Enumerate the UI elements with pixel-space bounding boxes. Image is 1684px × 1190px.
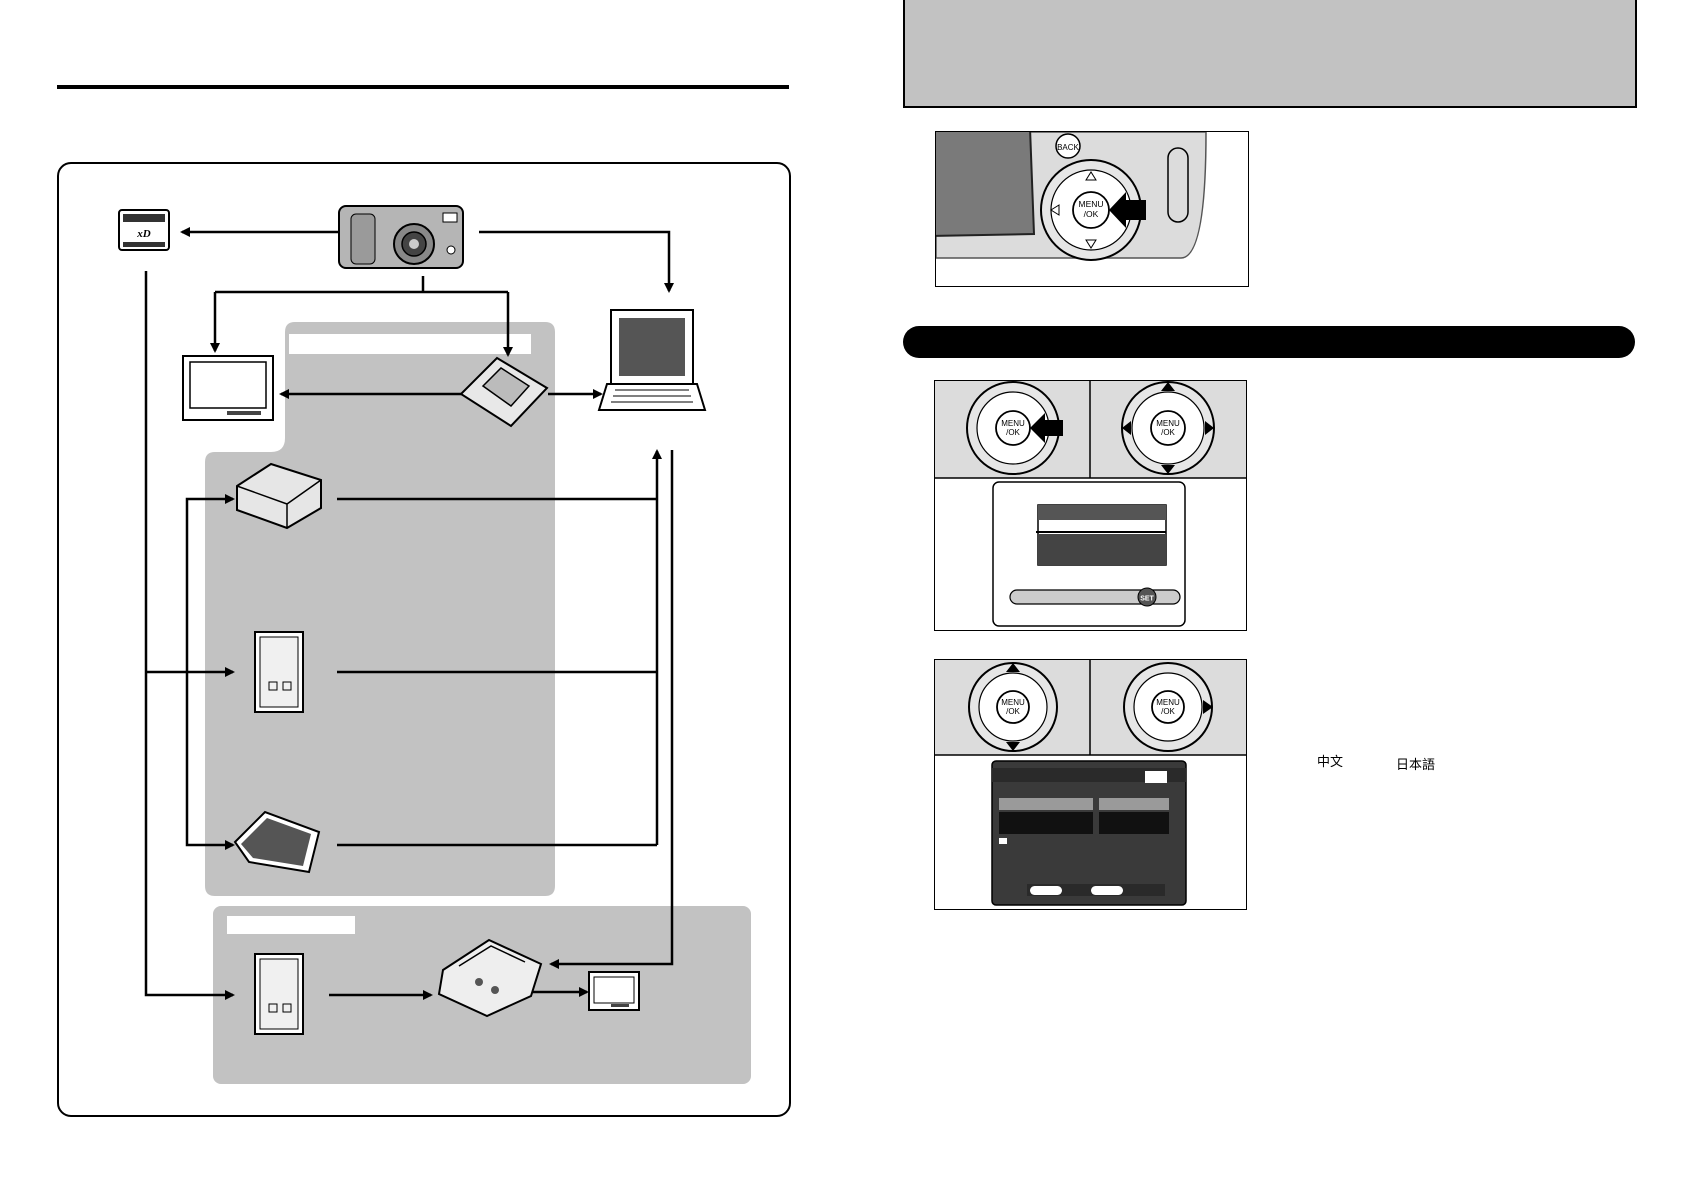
svg-text:SET: SET: [1140, 596, 1154, 603]
camera-icon: [338, 205, 464, 269]
svg-text:/OK: /OK: [1161, 707, 1175, 716]
menu-ok-button-icon: MENU /OK: [996, 690, 1030, 724]
menu-ok-button-icon: MENU /OK: [995, 410, 1031, 446]
menu-ok-button-icon: MENU /OK: [1151, 690, 1185, 724]
camera-back-photo: BACK MENU /OK: [935, 131, 1249, 287]
svg-text:/OK: /OK: [1161, 428, 1175, 437]
menu-step-photo: MENU /OK MENU /OK SET: [934, 380, 1247, 631]
cradle-icon: [459, 356, 549, 428]
section-header-box: [903, 0, 1637, 108]
svg-text:/OK: /OK: [1084, 209, 1099, 219]
svg-text:MENU: MENU: [1156, 419, 1180, 428]
xd-card-icon: xD: [118, 209, 170, 251]
svg-text:MENU: MENU: [1001, 419, 1025, 428]
svg-text:xD: xD: [136, 228, 151, 240]
optional-accessories-group: [205, 322, 555, 896]
svg-text:/OK: /OK: [1006, 428, 1020, 437]
pc-card-adapter-icon: [254, 953, 304, 1035]
language-option-chinese: 中文: [1317, 755, 1344, 770]
group-label-box-printing: [227, 916, 355, 934]
svg-text:MENU: MENU: [1156, 698, 1180, 707]
svg-text:MENU: MENU: [1001, 698, 1025, 707]
svg-text:BACK: BACK: [1057, 143, 1079, 152]
press-arrow-icon: [1030, 413, 1063, 443]
system-diagram: xD: [118, 205, 751, 1084]
press-arrow-icon: [1109, 192, 1146, 228]
top-rule: [57, 85, 789, 89]
group-label-box: [289, 334, 531, 354]
language-step-photo: MENU /OK MENU /OK: [934, 659, 1247, 910]
cf-adapter-icon: [233, 810, 321, 874]
tv-icon: [182, 355, 274, 421]
tv-icon: [588, 971, 640, 1011]
pc-card-adapter-icon: [254, 631, 304, 713]
svg-text:/OK: /OK: [1006, 707, 1020, 716]
four-way-pad-icon: [1123, 662, 1213, 752]
menu-ok-button-icon: MENU /OK: [1150, 410, 1186, 446]
section-band: [903, 326, 1635, 358]
laptop-icon: [597, 309, 707, 411]
back-button-icon: BACK: [1055, 133, 1081, 159]
printer-icon: [437, 938, 543, 1018]
menu-ok-button-icon: MENU /OK: [1072, 191, 1110, 229]
language-option-japanese: 日本語: [1396, 758, 1436, 773]
svg-text:MENU: MENU: [1078, 199, 1103, 209]
card-reader-icon: [236, 462, 322, 530]
system-diagram-frame: xD: [57, 162, 791, 1117]
